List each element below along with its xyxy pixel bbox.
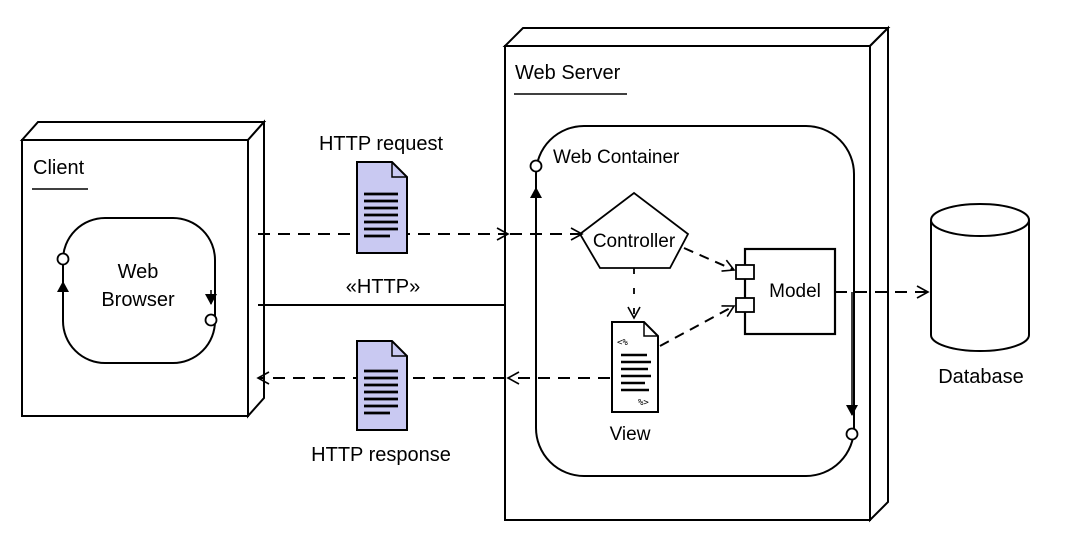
web-browser: Web Browser: [56, 217, 218, 364]
browser-port-right: [204, 313, 218, 327]
client-label: Client: [33, 157, 85, 179]
http-request-document-icon: [356, 161, 408, 254]
http-response-document-icon: [356, 340, 408, 431]
http-response-label: HTTP response: [311, 444, 451, 466]
web-container-label: Web Container: [553, 147, 680, 168]
model-interface-top: [735, 264, 755, 280]
web-browser-label-line1: Web: [118, 261, 159, 283]
view-code-lines: [621, 353, 651, 392]
browser-port-left: [56, 252, 70, 266]
view: <% %> View: [610, 321, 659, 445]
view-jsp-close: %>: [638, 398, 649, 408]
database: Database: [930, 203, 1030, 388]
controller-label: Controller: [593, 231, 676, 252]
http-link-label: «HTTP»: [346, 276, 420, 298]
model-interface-bottom: [735, 297, 755, 313]
web-browser-label-line2: Browser: [101, 289, 175, 311]
database-label: Database: [938, 366, 1024, 388]
view-jsp-open: <%: [617, 338, 628, 348]
controller-to-model-arrow: [683, 247, 736, 272]
container-port-top: [529, 159, 543, 173]
http-request-label: HTTP request: [319, 133, 444, 155]
controller: Controller: [578, 191, 690, 269]
web-server-label: Web Server: [515, 62, 621, 84]
view-to-model-arrow: [659, 305, 736, 347]
view-label: View: [610, 424, 651, 445]
model: Model: [735, 247, 837, 336]
container-port-bottom: [845, 427, 859, 441]
model-label: Model: [769, 281, 821, 302]
